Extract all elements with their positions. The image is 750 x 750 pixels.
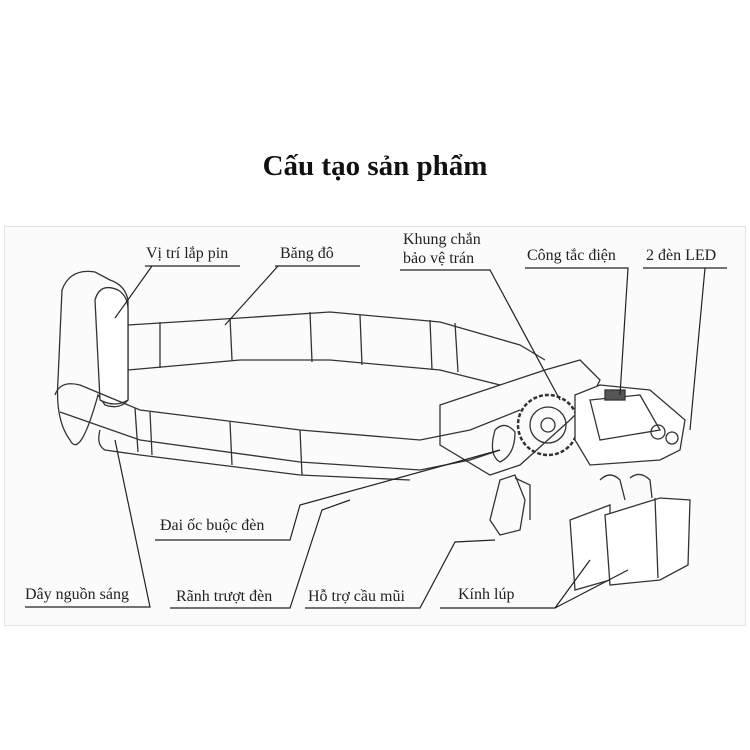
label-battery: Vị trí lắp pin bbox=[146, 245, 229, 262]
headband-ring bbox=[54, 383, 521, 441]
lamp-head bbox=[574, 384, 686, 466]
label-leds: 2 đèn LED bbox=[646, 247, 717, 264]
label-slide-rail: Rãnh trượt đèn bbox=[176, 588, 273, 605]
headband-top bbox=[127, 311, 546, 361]
label-nose-support: Hỗ trợ cầu mũi bbox=[308, 588, 405, 605]
label-forehead-guard-line1: Khung chắn bbox=[403, 231, 481, 248]
magnifier-lens-right bbox=[604, 497, 691, 586]
label-headband: Băng đô bbox=[280, 245, 334, 262]
headband-top-lower bbox=[127, 359, 501, 386]
label-power-cord: Dây nguồn sáng bbox=[25, 586, 129, 603]
label-magnifier: Kính lúp bbox=[458, 586, 515, 603]
page-title: Cấu tạo sản phẩm bbox=[262, 150, 488, 182]
magnifier-lens-left bbox=[569, 504, 611, 591]
label-forehead-guard-line2: bảo vệ trán bbox=[403, 250, 475, 267]
label-switch: Công tắc điện bbox=[527, 247, 616, 264]
nose-support bbox=[489, 474, 526, 536]
adjust-gear bbox=[516, 393, 580, 457]
battery-door bbox=[94, 286, 129, 405]
label-lamp-nut: Đai ốc buộc đèn bbox=[160, 517, 265, 534]
battery-case bbox=[56, 270, 129, 446]
